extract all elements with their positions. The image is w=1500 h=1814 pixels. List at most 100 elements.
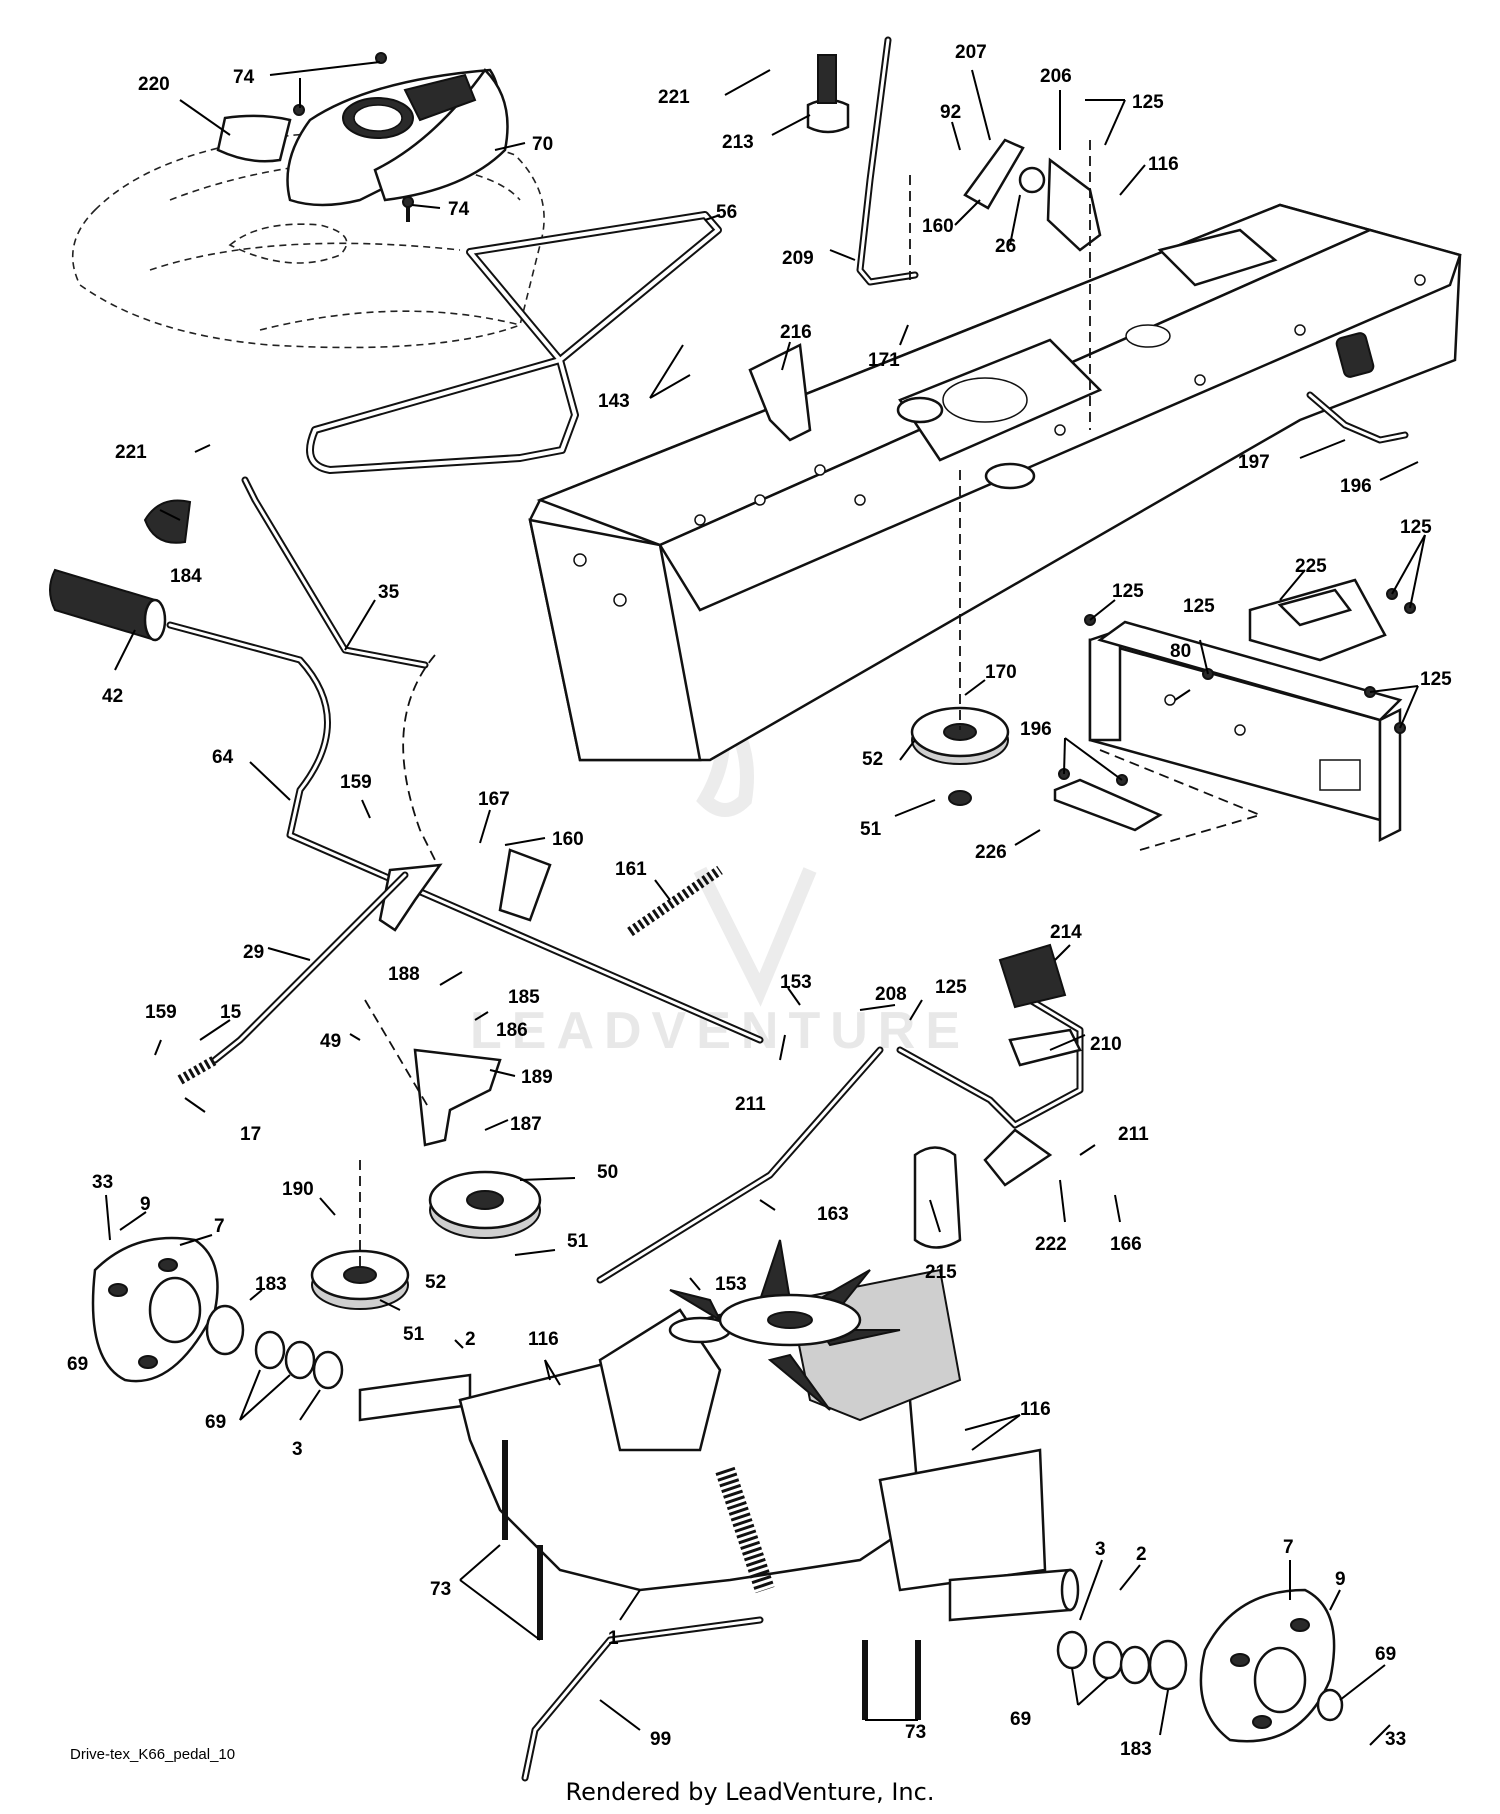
callout-188: 188 xyxy=(388,964,420,985)
callout-163: 163 xyxy=(817,1204,849,1225)
cover-215 xyxy=(913,1146,962,1249)
pulley-52-upper xyxy=(910,706,1010,765)
callout-49: 49 xyxy=(320,1031,341,1052)
callout-50: 50 xyxy=(597,1162,618,1183)
callout-226: 226 xyxy=(975,842,1007,863)
callout-51: 51 xyxy=(403,1324,425,1345)
callout-29: 29 xyxy=(243,942,264,963)
hood-cover-70 xyxy=(286,68,509,207)
callout-187: 187 xyxy=(510,1114,542,1135)
hood-pad-220 xyxy=(216,114,292,163)
callout-116: 116 xyxy=(1148,154,1179,175)
washers-69-3-left xyxy=(254,1330,344,1390)
callout-52: 52 xyxy=(425,1272,446,1293)
pedal-pad-214 xyxy=(998,943,1067,1009)
bearing-183-left xyxy=(205,1304,245,1356)
callout-222: 222 xyxy=(1035,1234,1067,1255)
drive-belt-56 xyxy=(306,211,722,474)
callout-3: 3 xyxy=(1095,1539,1106,1560)
spring-161 xyxy=(627,865,723,937)
lever-64 xyxy=(166,621,764,1044)
callout-74: 74 xyxy=(448,199,470,220)
pulley-52-lower xyxy=(310,1249,410,1310)
callout-208: 208 xyxy=(875,984,907,1005)
callout-56: 56 xyxy=(716,202,737,223)
callout-42: 42 xyxy=(102,686,123,707)
callout-210: 210 xyxy=(1090,1034,1122,1055)
callout-26: 26 xyxy=(995,236,1016,257)
rendered-by-credit: Rendered by LeadVenture, Inc. xyxy=(565,1778,935,1806)
callout-7: 7 xyxy=(1283,1537,1294,1558)
callout-220: 220 xyxy=(138,74,170,95)
pulley-50 xyxy=(428,1170,542,1239)
callout-207: 207 xyxy=(955,42,987,63)
callout-33: 33 xyxy=(92,1172,113,1193)
callout-160: 160 xyxy=(552,829,584,850)
callout-170: 170 xyxy=(985,662,1017,683)
callout-153: 153 xyxy=(715,1274,747,1295)
washer-51-upper xyxy=(948,790,972,806)
callout-183: 183 xyxy=(1120,1739,1152,1760)
callout-197: 197 xyxy=(1238,452,1270,473)
callout-183: 183 xyxy=(255,1274,287,1295)
callout-7: 7 xyxy=(214,1216,225,1237)
callout-69: 69 xyxy=(205,1412,226,1433)
callout-185: 185 xyxy=(508,987,540,1008)
callout-214: 214 xyxy=(1050,922,1082,943)
diagram-code: Drive-tex_K66_pedal_10 xyxy=(70,1746,236,1763)
callout-116: 116 xyxy=(528,1329,559,1350)
rod-35 xyxy=(241,476,429,669)
lever-207 xyxy=(963,138,1046,210)
callout-196: 196 xyxy=(1340,476,1372,497)
callout-153: 153 xyxy=(780,972,812,993)
callout-51: 51 xyxy=(860,819,882,840)
callout-52: 52 xyxy=(862,749,883,770)
watermark-text: LEADVENTURE xyxy=(470,1002,970,1060)
callout-167: 167 xyxy=(478,789,510,810)
callout-159: 159 xyxy=(340,772,372,793)
callout-189: 189 xyxy=(521,1067,553,1088)
front-bracket-80 xyxy=(1088,620,1403,843)
rod-163 xyxy=(596,1046,884,1284)
bracket-216 xyxy=(748,343,812,442)
knob-213 xyxy=(806,54,850,134)
callout-125: 125 xyxy=(1112,581,1144,602)
callout-125: 125 xyxy=(1132,92,1164,113)
callout-15: 15 xyxy=(220,1002,242,1023)
rod-99 xyxy=(521,1616,764,1782)
callout-196: 196 xyxy=(1020,719,1052,740)
callout-171: 171 xyxy=(868,350,900,371)
callout-73: 73 xyxy=(905,1722,926,1743)
callout-69: 69 xyxy=(1010,1709,1031,1730)
callout-9: 9 xyxy=(140,1194,151,1215)
callout-51: 51 xyxy=(567,1231,589,1252)
callout-206: 206 xyxy=(1040,66,1072,87)
callout-73: 73 xyxy=(430,1579,451,1600)
callout-221: 221 xyxy=(658,87,690,108)
rod-29 xyxy=(211,871,409,1064)
callout-125: 125 xyxy=(935,977,967,998)
callout-143: 143 xyxy=(598,391,630,412)
callout-17: 17 xyxy=(240,1124,261,1145)
callout-3: 3 xyxy=(292,1439,303,1460)
callout-213: 213 xyxy=(722,132,754,153)
callout-184: 184 xyxy=(170,566,202,587)
callout-69: 69 xyxy=(67,1354,88,1375)
shift-rod-209 xyxy=(856,36,919,286)
fan-pulley xyxy=(669,1239,901,1411)
callout-33: 33 xyxy=(1385,1729,1406,1750)
bracket-225 xyxy=(1248,578,1387,662)
callout-1: 1 xyxy=(608,1628,619,1649)
spring-17 xyxy=(177,1055,218,1085)
callout-159: 159 xyxy=(145,1002,177,1023)
hub-7-right xyxy=(1199,1588,1336,1743)
rod-197 xyxy=(1306,391,1409,444)
callout-166: 166 xyxy=(1110,1234,1142,1255)
callout-225: 225 xyxy=(1295,556,1327,577)
assembly-lines xyxy=(359,140,1263,1270)
callout-99: 99 xyxy=(650,1729,671,1750)
callout-186: 186 xyxy=(496,1020,528,1041)
callout-125: 125 xyxy=(1420,669,1452,690)
callout-209: 209 xyxy=(782,248,814,269)
